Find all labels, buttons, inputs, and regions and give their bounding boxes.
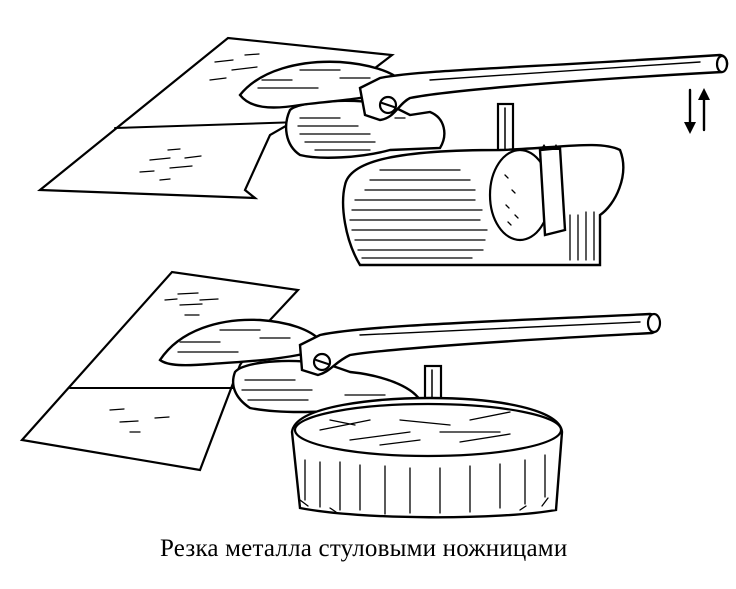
upper-vertical-pin bbox=[496, 102, 515, 156]
up-down-arrows-icon bbox=[684, 88, 710, 134]
upper-handle bbox=[358, 53, 729, 122]
lower-tree-stump bbox=[290, 396, 564, 519]
upper-scene bbox=[37, 36, 729, 267]
upper-lower-jaw bbox=[284, 99, 446, 159]
upper-pivot-screw bbox=[378, 95, 398, 115]
upper-anvil bbox=[341, 143, 625, 267]
lower-handle bbox=[298, 312, 662, 377]
lower-scene bbox=[19, 270, 662, 519]
figure-caption: Резка металла стуловыми ножницами bbox=[160, 535, 568, 562]
lower-pivot-screw bbox=[312, 352, 332, 372]
